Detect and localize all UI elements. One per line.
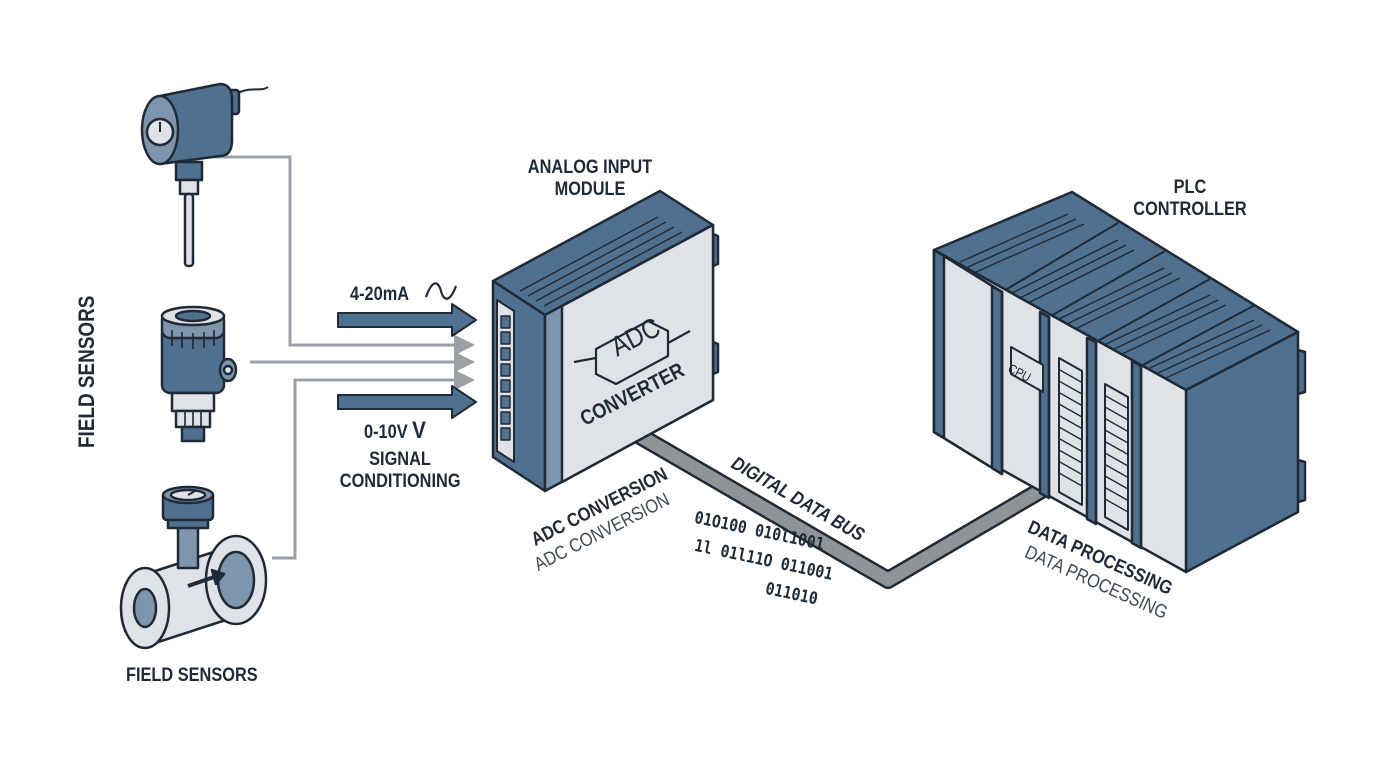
io-led-row [1104,394,1129,410]
voltage-unit-text: V [412,417,426,444]
analog-input-module [491,189,720,493]
io-led-row [1058,357,1083,372]
current-signal-arrow [337,303,477,337]
io-led-row [1104,486,1129,502]
plc-line-2: CONTROLLER [1133,199,1247,220]
io-led-row [1104,417,1129,433]
sensor-wires [208,155,476,560]
io-led-row [1104,463,1129,479]
io-led-row [1104,383,1129,398]
io-led-row [1058,414,1083,430]
io-led-row [1058,403,1083,418]
voltage-signal-label: 0-10V V [364,417,426,444]
io-led-row [1058,460,1083,476]
plc-line-1: PLC [1173,177,1207,198]
wire-flow-sensor [272,369,476,560]
io-led-row [1104,440,1129,456]
io-led-row [1104,452,1129,467]
io-led-row [1104,475,1129,490]
io-led-row [1058,426,1083,441]
signal-conditioning-line-1: SIGNAL [369,449,431,470]
wire-temperature-sensor [208,155,476,356]
field-sensors-vertical-label: FIELD SENSORS [74,295,99,448]
analog-module-line-1: ANALOG INPUT [527,157,653,178]
io-led-row [1058,391,1083,407]
io-led-row [1058,449,1083,464]
plc-controller-title: PLC CONTROLLER [1130,177,1250,221]
signal-conditioning-line-2: CONDITIONING [339,471,461,492]
analog-module-line-2: MODULE [554,179,626,200]
io-led-row [1104,498,1129,513]
signal-conditioning-label: SIGNAL CONDITIONING [339,449,461,493]
io-led-row [1104,429,1129,444]
io-led-row [1104,406,1129,421]
voltage-signal-arrow [337,385,477,419]
pressure-sensor-icon [160,305,238,443]
field-sensors-label: FIELD SENSORS [126,665,258,686]
analog-input-module-title: ANALOG INPUT MODULE [526,157,655,201]
io-led-row [1058,368,1083,384]
voltage-range-text: 0-10V [364,422,408,443]
flow-meter-icon [119,485,268,650]
io-led-row [1058,437,1083,453]
current-signal-label: 4-20mA [350,284,410,305]
io-led-row [1058,472,1083,487]
io-led-row [1058,380,1083,395]
temperature-sensor-icon [140,82,269,268]
sine-wave-icon [424,282,458,300]
